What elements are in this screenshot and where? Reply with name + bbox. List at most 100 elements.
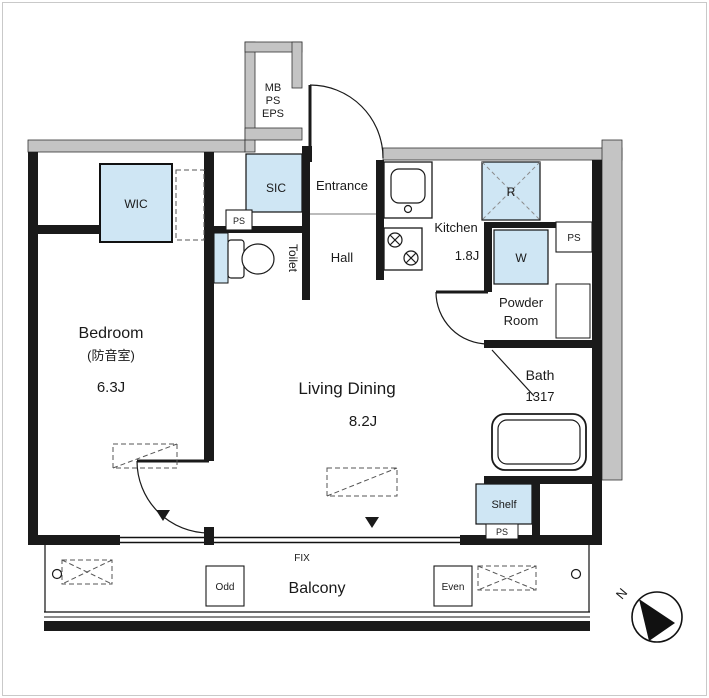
sic-closet — [245, 153, 303, 213]
dashed-outlines — [112, 169, 398, 497]
wall-top-left — [27, 139, 246, 153]
wall-toilet-hall — [302, 160, 310, 300]
windows — [120, 535, 460, 545]
bedroom-window — [120, 535, 204, 545]
hall-label: Hall — [331, 250, 354, 265]
balcony-drain-right — [570, 568, 582, 580]
compass-needle-icon — [639, 599, 675, 641]
shelf-label: Shelf — [491, 499, 517, 511]
living-size-label: 8.2J — [349, 413, 377, 430]
wall-bedroom-divider — [204, 152, 214, 461]
balcony-even-box — [433, 565, 473, 607]
bath-label: Bath — [526, 367, 555, 383]
ps-bottom-label: PS — [496, 527, 508, 537]
balcony-even-label: Even — [442, 582, 465, 593]
wall-right-exterior — [601, 139, 623, 481]
bedroom-dashed-diagonal — [112, 443, 178, 469]
wall-toilet-top — [214, 226, 302, 233]
kitchen-faucet-icon — [403, 204, 413, 214]
entrance-label: Entrance — [316, 178, 368, 193]
fridge-label: R — [507, 185, 516, 199]
wall-right — [592, 160, 602, 545]
toilet-counter — [213, 232, 229, 284]
wall-shaft-right — [291, 41, 303, 89]
bathtub-inner — [497, 419, 581, 465]
kitchen-stove — [383, 227, 423, 271]
bath-door-line — [491, 349, 535, 397]
outer-walls — [27, 41, 623, 481]
opening-marker-triangle — [156, 510, 170, 521]
wall-shaft-bottom — [244, 127, 303, 141]
kitchen-label: Kitchen — [434, 220, 477, 235]
wall-entrance-hinge — [302, 146, 312, 162]
living-dashed-diagonal — [326, 467, 398, 497]
wall-shelf-right — [532, 484, 540, 535]
toilet-bowl — [241, 243, 275, 275]
living-dining-label: Living Dining — [298, 379, 395, 398]
labels: MB PS EPS WIC SIC PS Entrance Toilet Hal… — [79, 82, 581, 597]
shaft-ps-label: PS — [266, 95, 281, 107]
ps-box-bottom — [485, 523, 519, 540]
ps-right-label: PS — [567, 233, 581, 244]
doors — [136, 84, 535, 534]
wall-bath-bottom — [484, 476, 592, 484]
stove-burner-icon — [403, 250, 419, 266]
wall-hall-kitchen — [376, 160, 384, 280]
pipe-shafts — [225, 209, 593, 540]
fridge-space — [481, 161, 541, 221]
shaft-mb-label: MB — [265, 82, 282, 94]
entrance-door-arc — [309, 84, 384, 159]
kitchen-sink-bowl — [390, 168, 426, 204]
ps-box-right — [555, 221, 593, 253]
balcony-dashed-left-diagonal — [61, 559, 113, 585]
stove-burner-mark — [405, 252, 417, 264]
powder-door-arc — [435, 291, 489, 345]
balcony-dashed-right-diagonal — [477, 565, 537, 591]
bedroom-dashed-outline — [112, 443, 178, 469]
bath-size-label: 1317 — [526, 389, 555, 404]
toilet-label: Toilet — [286, 244, 300, 273]
stove-burner-mark — [389, 234, 401, 246]
stove-burner-icon — [387, 232, 403, 248]
balcony-dashed-right — [477, 565, 537, 591]
balcony-dashed-right-diagonal — [477, 565, 537, 591]
fix-window-label: FIX — [294, 553, 310, 564]
powder-room-label-line1: Powder — [499, 295, 544, 310]
washer-space — [493, 229, 549, 285]
bathtub — [491, 413, 587, 471]
wall-powder-top — [488, 222, 592, 228]
bedroom-note-label: (防音室) — [87, 348, 135, 363]
wall-left — [28, 152, 38, 545]
bedroom-size-label: 6.3J — [97, 379, 125, 396]
wall-bedroom-top — [38, 225, 100, 234]
balcony — [44, 510, 590, 631]
living-dashed-outline — [326, 467, 398, 497]
kitchen-sink — [383, 161, 433, 219]
ps-box-top — [225, 209, 253, 231]
wic-label: WIC — [124, 197, 148, 211]
balcony-odd-box — [205, 565, 245, 607]
blue-zones — [99, 153, 549, 525]
balcony-label: Balcony — [289, 580, 346, 597]
wall-powder-bath — [484, 340, 592, 348]
sic-label: SIC — [266, 181, 286, 195]
powder-vanity — [555, 283, 591, 339]
washer-label: W — [515, 251, 527, 265]
closet-dashed-outline — [175, 169, 205, 241]
shaft-eps-label: EPS — [262, 108, 284, 120]
wic-closet — [99, 163, 173, 243]
living-window — [214, 535, 460, 545]
wall-powder-left — [484, 222, 492, 292]
ps-top-label: PS — [233, 216, 245, 226]
balcony-odd-label: Odd — [216, 582, 235, 593]
balcony-dashed-left — [61, 559, 113, 585]
kitchen-size-label: 1.8J — [455, 248, 480, 263]
bedroom-label: Bedroom — [79, 325, 144, 342]
fixtures — [227, 161, 591, 471]
powder-room-label-line2: Room — [504, 313, 539, 328]
opening-marker-triangle — [365, 517, 379, 528]
balcony-drain-left — [51, 568, 63, 580]
balcony-rail-band — [44, 621, 590, 631]
